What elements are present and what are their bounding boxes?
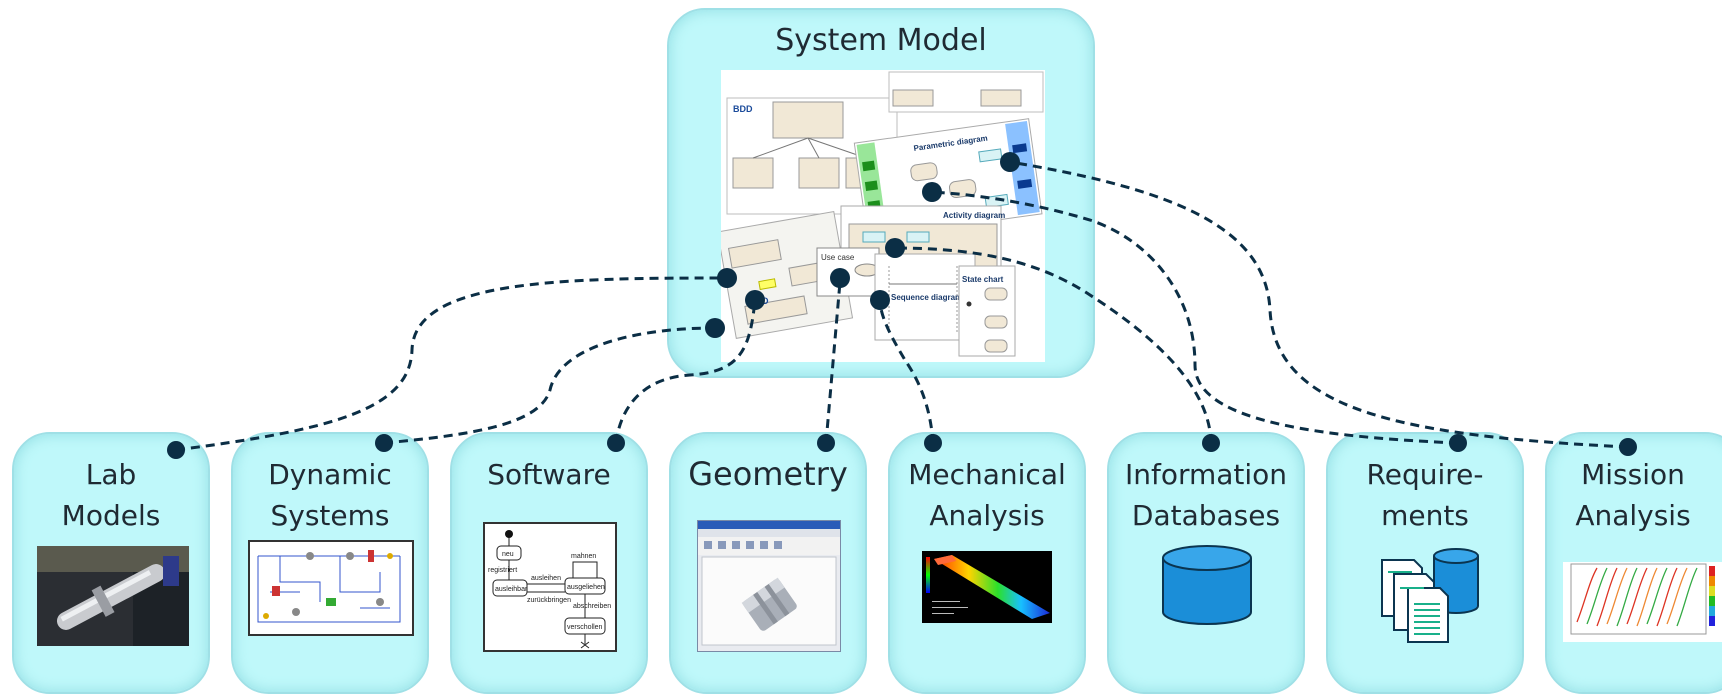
mission-analysis-porkchop-plot [1563, 562, 1722, 642]
system-model-box: System Model BDD [667, 8, 1095, 378]
dynamic-systems-title-line-1: Dynamic [268, 458, 392, 491]
activity-label: Activity diagram [943, 211, 1005, 220]
connector-software [614, 299, 757, 444]
use-case-label: Use case [821, 253, 855, 262]
domain-box-lab-models: Lab Models [12, 432, 210, 694]
dot-model-databases [885, 238, 905, 258]
lab-models-photo [37, 546, 189, 646]
dot-model-mission [1000, 152, 1020, 172]
documents-database-icon [1378, 544, 1482, 644]
dot-mechanical-analysis [924, 434, 942, 452]
connector-mechanical-analysis [878, 299, 935, 444]
software-state-diagram: neu registriert ausleihbar ausleihen zur… [483, 522, 617, 652]
information-databases-title-line-2: Databases [1131, 499, 1281, 532]
sequence-label: Sequence diagram [891, 293, 962, 302]
connector-information-databases [894, 246, 1213, 444]
dot-software [607, 434, 625, 452]
sysml-collage-image: BDD Parametric diagram [721, 70, 1045, 362]
dynamic-systems-schematic [248, 540, 414, 636]
software-title-line-1: Software [487, 458, 611, 491]
state-neu: neu [502, 551, 514, 558]
information-databases-title: Information Databases [1109, 454, 1303, 536]
mechanical-analysis-title-line-2: Analysis [929, 499, 1045, 532]
geometry-cad-window [697, 520, 841, 652]
connector-geometry [824, 281, 842, 444]
dot-model-mechanical [870, 290, 890, 310]
transition-abschreiben: abschreiben [573, 603, 611, 610]
dot-requirements [1449, 434, 1467, 452]
dot-model-geometry [830, 268, 850, 288]
dynamic-systems-title-line-2: Systems [270, 499, 390, 532]
dot-model-requirements [922, 182, 942, 202]
lab-models-title-line-1: Lab [85, 458, 137, 491]
requirements-title-line-1: Require- [1366, 458, 1484, 491]
mechanical-analysis-fea-plot [922, 551, 1052, 623]
dot-information-databases [1202, 434, 1220, 452]
connector-lab-models [175, 276, 728, 452]
transition-mahnen: mahnen [571, 553, 596, 560]
domain-box-mission-analysis: Mission Analysis [1545, 432, 1722, 694]
domain-box-information-databases: Information Databases [1107, 432, 1305, 694]
transition-ausleihen: ausleihen [531, 575, 561, 582]
geometry-title-line-1: Geometry [688, 455, 848, 493]
dynamic-systems-title: Dynamic Systems [233, 454, 427, 536]
domain-box-geometry: Geometry [669, 432, 867, 694]
requirements-title: Require- ments [1328, 454, 1522, 536]
information-databases-title-line-1: Information [1124, 458, 1288, 491]
domain-box-dynamic-systems: Dynamic Systems [231, 432, 429, 694]
connector-endpoints [167, 152, 1637, 459]
dot-mission-analysis [1619, 438, 1637, 456]
lab-models-title-line-2: Models [61, 499, 161, 532]
dot-lab-models [167, 441, 185, 459]
mechanical-analysis-title-line-1: Mechanical [908, 458, 1066, 491]
requirements-title-line-2: ments [1381, 499, 1469, 532]
mechanical-analysis-title: Mechanical Analysis [890, 454, 1084, 536]
geometry-title: Geometry [671, 454, 865, 495]
lab-models-title: Lab Models [14, 454, 208, 536]
dot-model-lab [717, 268, 737, 288]
mission-analysis-title-line-2: Analysis [1575, 499, 1691, 532]
transition-zurueckbringen: zurückbringen [527, 597, 571, 604]
mission-analysis-title-line-1: Mission [1581, 458, 1685, 491]
system-model-title: System Model [775, 23, 987, 58]
state-registriert: registriert [488, 567, 517, 574]
connector-dynamic-systems [383, 326, 716, 445]
domain-box-requirements: Require- ments [1326, 432, 1524, 694]
connector-requirements [931, 190, 1459, 445]
dot-model-software [745, 290, 765, 310]
connector-mission-analysis [1009, 160, 1629, 449]
mission-analysis-title: Mission Analysis [1547, 454, 1719, 536]
state-verschollen: verschollen [567, 624, 603, 631]
state-ausgeliehen: ausgeliehen [567, 584, 605, 591]
database-icon [1159, 544, 1255, 628]
state-ausleihbar: ausleihbar [495, 586, 528, 593]
dot-geometry [817, 434, 835, 452]
state-chart-label: State chart [962, 275, 1004, 284]
software-title: Software [452, 454, 646, 495]
domain-box-software: Software neu registriert ausleihbar ausl… [450, 432, 648, 694]
dot-dynamic-systems [375, 434, 393, 452]
dot-model-dynamic [705, 318, 725, 338]
bdd-label: BDD [733, 104, 753, 114]
